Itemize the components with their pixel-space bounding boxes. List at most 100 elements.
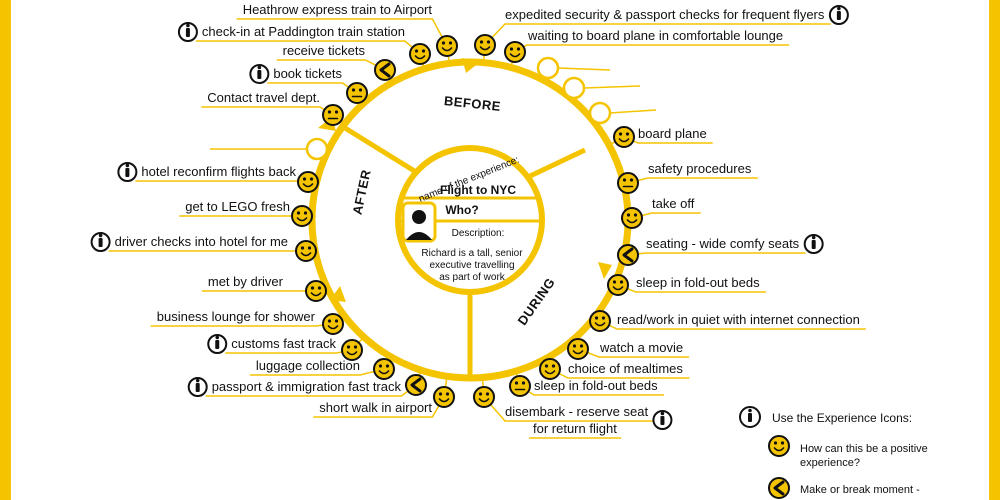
empty-step-slots xyxy=(210,56,657,161)
experience-step: sleep in fold-out beds xyxy=(607,274,760,296)
step-label: business lounge for shower xyxy=(157,309,316,324)
step-underline xyxy=(514,44,790,53)
experience-step: luggage collection xyxy=(256,358,395,380)
face-circle xyxy=(322,313,344,335)
face-mouth xyxy=(544,370,556,375)
face-eye xyxy=(622,178,627,182)
step-label: for return flight xyxy=(533,421,617,436)
face-mouth xyxy=(310,292,322,297)
chevron-left-icon xyxy=(379,62,391,78)
info-icon xyxy=(828,5,849,25)
face-circle xyxy=(341,339,363,361)
arrow-after xyxy=(330,286,346,302)
experience-step: seating - wide comfy seats xyxy=(617,234,824,266)
face-mouth xyxy=(378,370,390,375)
face-eye xyxy=(509,47,514,51)
info-icon xyxy=(249,64,270,84)
face-eye xyxy=(414,49,419,53)
info-icon xyxy=(177,22,198,42)
experience-step: read/work in quiet with internet connect… xyxy=(589,310,860,332)
face-circle xyxy=(617,244,639,266)
step-label: board plane xyxy=(638,126,707,141)
face-mouth xyxy=(346,351,358,356)
face-circle xyxy=(305,280,327,302)
center-title: Flight to NYC xyxy=(440,183,516,197)
face-eye xyxy=(309,177,314,181)
face-circle xyxy=(405,374,427,396)
step-label: luggage collection xyxy=(256,358,360,373)
step-label: receive tickets xyxy=(283,43,366,58)
experience-step: get to LEGO fresh xyxy=(185,199,313,227)
face-circle xyxy=(297,171,319,193)
face-eye xyxy=(773,441,778,445)
step-underline xyxy=(135,180,309,183)
face-eye xyxy=(421,49,426,53)
face-eye xyxy=(478,392,483,396)
phase-during: DURING xyxy=(515,275,558,328)
face-eye xyxy=(385,364,390,368)
face-mouth xyxy=(296,217,308,222)
face-mouth xyxy=(441,47,453,52)
face-circle xyxy=(436,35,458,57)
step-label: check-in at Paddington train station xyxy=(202,24,405,39)
face-mouth xyxy=(300,252,312,257)
step-label: read/work in quiet with internet connect… xyxy=(617,312,860,327)
face-eye xyxy=(629,178,634,182)
face-mouth xyxy=(773,447,785,452)
face-eye xyxy=(351,88,356,92)
step-underline xyxy=(627,252,806,256)
step-underline xyxy=(627,177,758,184)
step-label: hotel reconfirm flights back xyxy=(141,164,296,179)
face-circle xyxy=(768,477,790,499)
step-label: safety procedures xyxy=(648,161,752,176)
step-label: seating - wide comfy seats xyxy=(646,236,800,251)
face-mouth xyxy=(479,46,491,51)
face-eye xyxy=(612,280,617,284)
phase-after: AFTER xyxy=(349,168,373,216)
step-label: Contact travel dept. xyxy=(207,90,320,105)
empty-slot-ring xyxy=(562,76,586,100)
face-eye xyxy=(327,110,332,114)
face-eye xyxy=(307,246,312,250)
step-label: driver checks into hotel for me xyxy=(115,234,288,249)
center-description-label: Description: xyxy=(452,228,505,239)
face-circle xyxy=(473,386,495,408)
info-icon xyxy=(652,410,673,430)
step-label: waiting to board plane in comfortable lo… xyxy=(527,28,783,43)
face-eye xyxy=(601,316,606,320)
face-eye xyxy=(572,344,577,348)
empty-slot-line xyxy=(609,109,657,114)
face-circle xyxy=(409,43,431,65)
experience-step: waiting to board plane in comfortable lo… xyxy=(504,28,783,63)
arrow-before xyxy=(462,58,480,73)
experience-step: check-in at Paddington train station xyxy=(177,22,431,65)
chevron-left-icon xyxy=(622,247,634,263)
face-mouth xyxy=(618,138,630,143)
person-avatar xyxy=(401,201,437,243)
face-eye xyxy=(625,132,630,136)
face-mouth xyxy=(509,53,521,58)
face-eye xyxy=(516,47,521,51)
spoke-before-during xyxy=(526,147,587,180)
face-circle xyxy=(509,375,531,397)
legend-positive-text: experience? xyxy=(800,457,860,469)
step-underline xyxy=(150,323,334,327)
step-label: book tickets xyxy=(273,66,342,81)
face-circle xyxy=(567,338,589,360)
legend-title: Use the Experience Icons: xyxy=(772,411,912,425)
step-label: expedited security & passport checks for… xyxy=(505,7,825,22)
face-eye xyxy=(479,40,484,44)
face-mouth xyxy=(612,286,624,291)
face-circle xyxy=(589,310,611,332)
info-icon xyxy=(803,234,824,254)
info-icon xyxy=(117,162,138,182)
center-description-line-3: as part of work xyxy=(439,272,506,283)
face-eye xyxy=(334,110,339,114)
empty-slot-ring xyxy=(536,56,560,80)
step-label: Heathrow express train to Airport xyxy=(243,2,433,17)
left-yellow-border xyxy=(0,0,11,500)
face-mouth xyxy=(414,55,426,60)
step-labels: Heathrow express train to Airport check-i… xyxy=(90,2,860,436)
center-who-label: Who? xyxy=(445,203,478,217)
